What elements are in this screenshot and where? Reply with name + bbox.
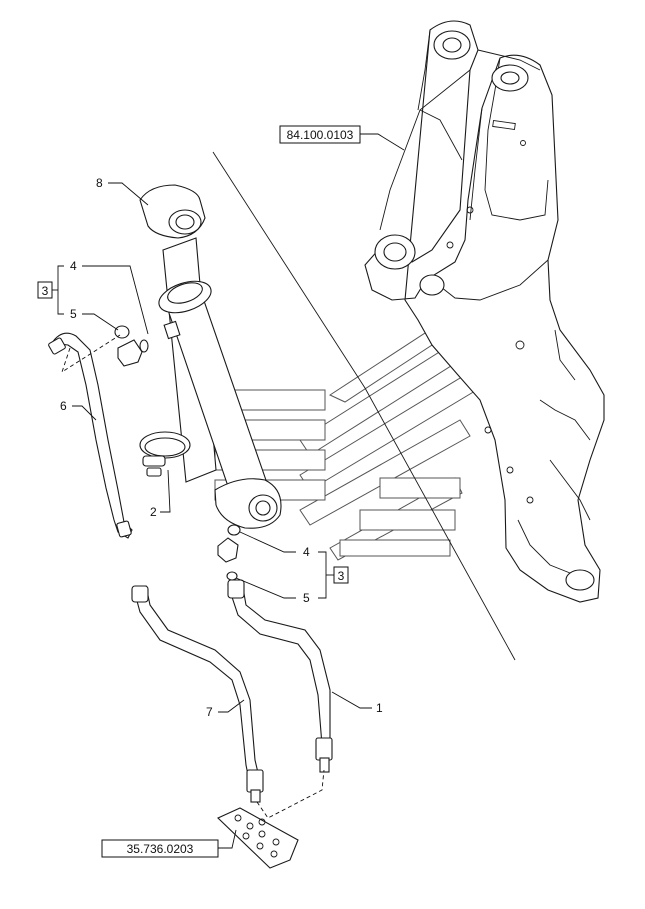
callout-6: 6 bbox=[60, 399, 67, 413]
callout-7: 7 bbox=[206, 705, 213, 719]
kit-ref-label-left: 3 bbox=[42, 284, 49, 298]
leader-5b bbox=[235, 577, 296, 599]
callout-1: 1 bbox=[376, 701, 383, 715]
plate-ref-box bbox=[101, 839, 219, 858]
hydraulic-cylinder bbox=[139, 184, 282, 529]
leader-2 bbox=[160, 469, 171, 513]
axis-line-lower bbox=[364, 387, 516, 661]
hydraulic-hose-7 bbox=[131, 585, 264, 803]
bracket-kit-right bbox=[318, 551, 327, 599]
leader-4a bbox=[82, 265, 149, 335]
hose-clamp bbox=[139, 431, 191, 477]
boom-ref-label: 84.100.0103 bbox=[287, 128, 354, 142]
dash-pipe-fitting bbox=[61, 334, 121, 374]
leader-6 bbox=[72, 405, 97, 421]
leader-1 bbox=[331, 691, 372, 709]
leader-7 bbox=[218, 699, 245, 713]
callout-5-upper: 5 bbox=[70, 307, 77, 321]
dash-hose-plate bbox=[256, 769, 325, 819]
leader-5a bbox=[82, 313, 119, 331]
callout-4-upper: 4 bbox=[70, 259, 77, 273]
hydraulic-hose-1 bbox=[227, 579, 333, 773]
plate-ref-label: 35.736.0203 bbox=[127, 842, 194, 856]
axis-line-upper bbox=[212, 151, 366, 389]
kit-ref-box-right bbox=[333, 566, 349, 584]
callout-8: 8 bbox=[96, 176, 103, 190]
leader-boom bbox=[360, 133, 405, 151]
fittings-lower bbox=[217, 524, 241, 581]
kit-ref-label-right: 3 bbox=[338, 569, 345, 583]
callout-2: 2 bbox=[150, 505, 157, 519]
bracket-kit-left bbox=[57, 265, 64, 315]
kit-ref-box-left bbox=[37, 281, 53, 299]
leader-plate bbox=[218, 829, 237, 849]
connection-plate bbox=[217, 807, 299, 869]
boom-arm bbox=[364, 20, 605, 603]
elbow-fitting-upper bbox=[114, 325, 149, 367]
callout-4-lower: 4 bbox=[303, 545, 310, 559]
callout-5-lower: 5 bbox=[303, 591, 310, 605]
steel-pipe bbox=[48, 332, 133, 539]
leader-4b bbox=[239, 531, 296, 553]
leader-8 bbox=[108, 182, 149, 206]
boom-ref-box bbox=[279, 125, 361, 144]
